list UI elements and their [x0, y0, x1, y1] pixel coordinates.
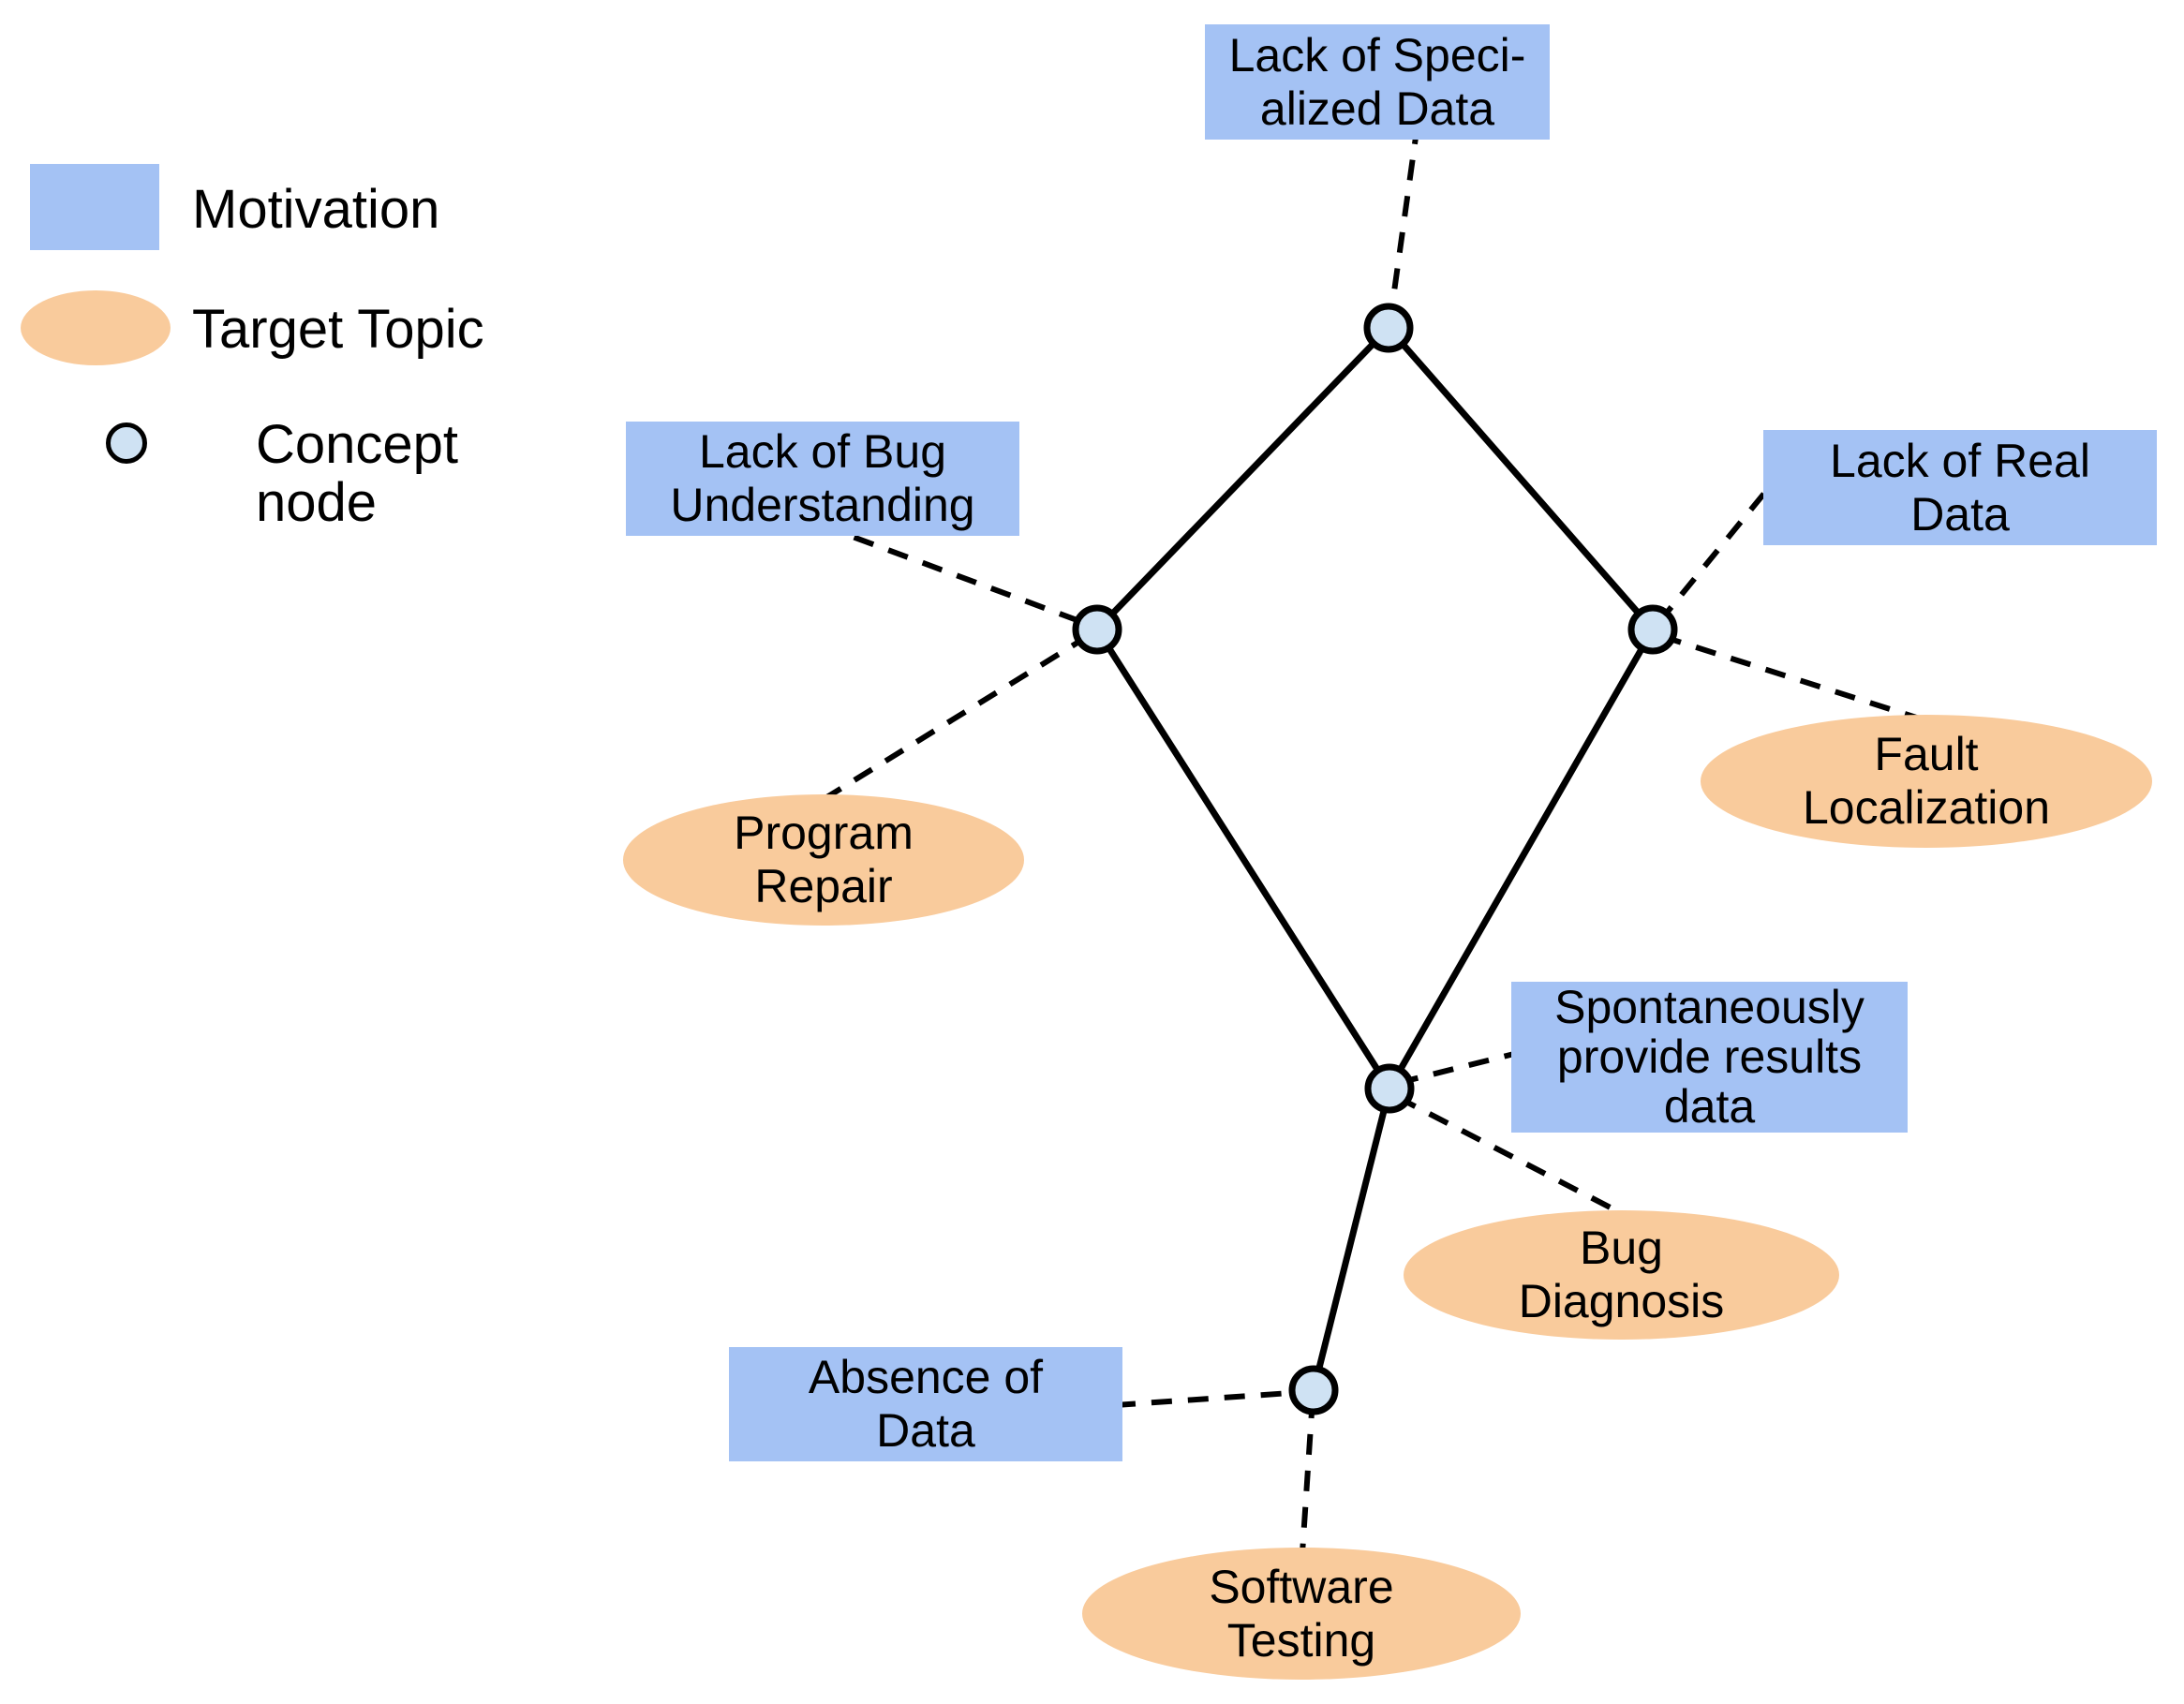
- connector-fault-localization: [1660, 633, 1929, 724]
- legend-label-motivation: Motivation: [192, 179, 440, 240]
- motivation-box-absence-of-data: Absence of Data: [729, 1347, 1122, 1461]
- edge-center-bottom: [1310, 1088, 1393, 1391]
- concept-node-left: [1072, 604, 1122, 655]
- concept-node-swatch: [106, 422, 147, 464]
- topic-ellipse-software-testing: Software Testing: [1082, 1548, 1521, 1680]
- connector-specialized-data: [1388, 123, 1420, 319]
- concept-node-bottom: [1288, 1365, 1339, 1415]
- legend-label-concept-node: Concept node: [256, 414, 459, 533]
- legend-label-target-topic: Target Topic: [192, 299, 484, 360]
- topic-ellipse-fault-localization: Fault Localization: [1701, 715, 2152, 848]
- connector-software-testing: [1300, 1397, 1315, 1554]
- concept-node-right: [1627, 604, 1678, 655]
- edge-right-center: [1386, 628, 1657, 1090]
- topic-ellipse-program-repair: Program Repair: [623, 794, 1024, 926]
- motivation-box-lack-of-bug-understanding: Lack of Bug Understanding: [626, 422, 1019, 536]
- connector-bug-understanding: [818, 522, 1092, 628]
- motivation-box-lack-of-real-data: Lack of Real Data: [1763, 430, 2157, 545]
- concept-node-top: [1363, 303, 1414, 353]
- edge-top-right: [1386, 325, 1656, 632]
- connector-real-data: [1656, 483, 1774, 625]
- motivation-box-spontaneously-provide-results-data: Spontaneously provide results data: [1511, 982, 1908, 1133]
- concept-node-center: [1364, 1063, 1415, 1114]
- connector-bug-diagnosis: [1395, 1094, 1628, 1219]
- connector-spontaneously: [1397, 1048, 1526, 1086]
- connector-absence-of-data: [1114, 1389, 1305, 1408]
- motivation-box-lack-of-specialized-data: Lack of Speci- alized Data: [1205, 24, 1550, 140]
- topic-ellipse-bug-diagnosis: Bug Diagnosis: [1404, 1210, 1839, 1340]
- edge-left-center: [1094, 628, 1392, 1090]
- connector-program-repair: [819, 632, 1092, 804]
- motivation-swatch: [30, 164, 159, 250]
- edge-top-left: [1094, 325, 1391, 632]
- target-topic-swatch: [21, 290, 171, 365]
